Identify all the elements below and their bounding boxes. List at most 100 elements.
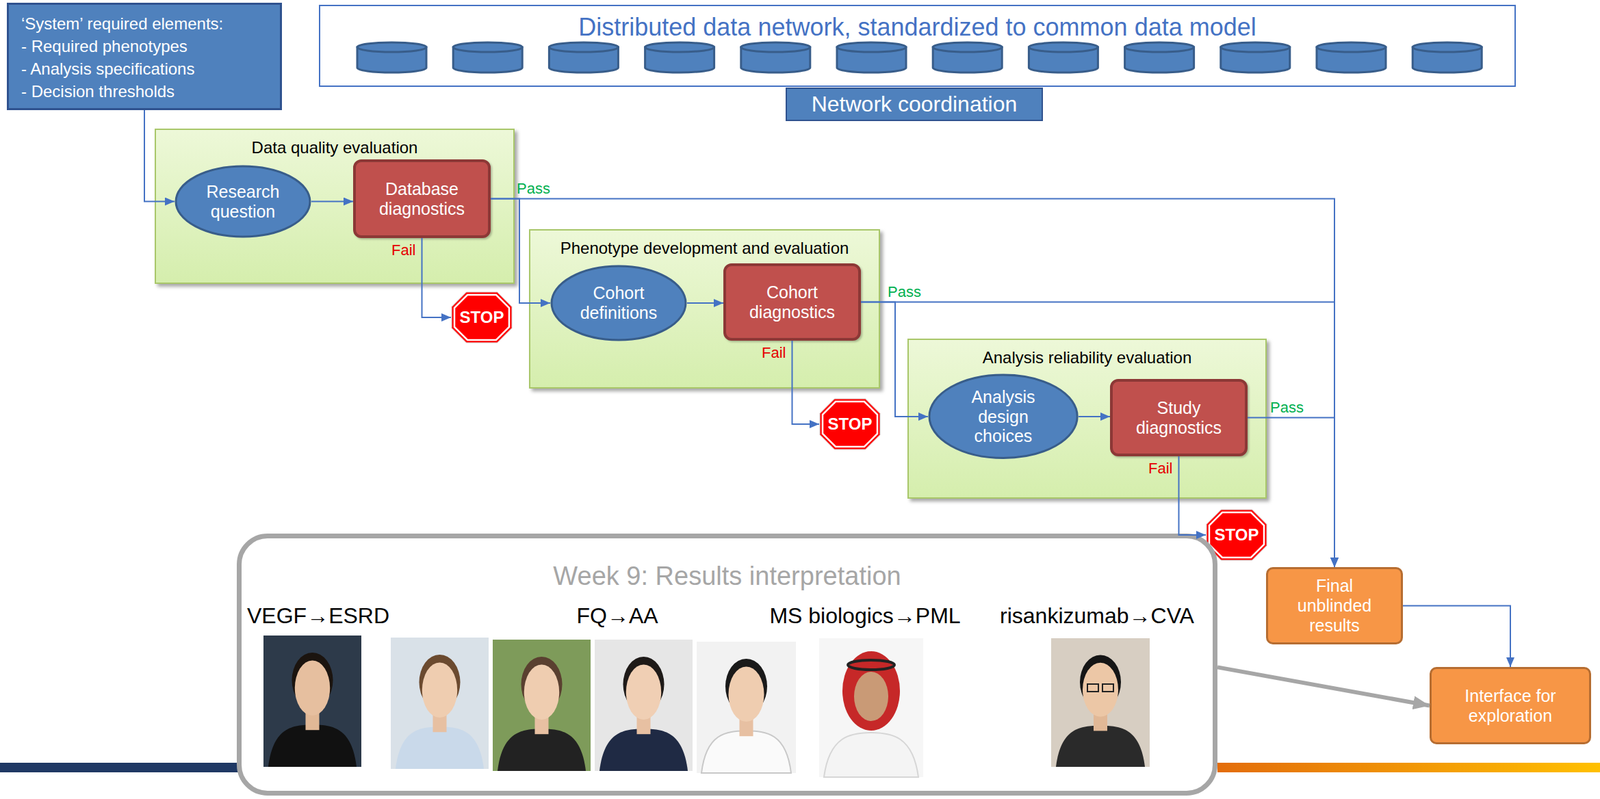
portrait-body bbox=[599, 729, 688, 772]
footer-stripe bbox=[0, 763, 239, 773]
topic-label: risankizumab→CVA bbox=[999, 603, 1195, 629]
ellipse-outline bbox=[929, 375, 1078, 459]
flow-connector bbox=[860, 302, 1335, 569]
requirements-box: ‘System’ required elements:- Required ph… bbox=[6, 2, 282, 111]
database-row bbox=[357, 42, 1482, 73]
ellipse-label: Cohort definitions bbox=[567, 283, 670, 324]
input-ellipse: Research question bbox=[174, 164, 312, 239]
diagnostics-box: Database diagnostics bbox=[353, 159, 491, 239]
pass-label: Pass bbox=[887, 284, 922, 301]
flow-connector bbox=[1247, 418, 1335, 569]
stage-panel: Analysis design choices Study diagnostics… bbox=[907, 338, 1267, 499]
octagon-outline bbox=[451, 292, 512, 343]
database-cylinder bbox=[548, 42, 618, 73]
database-cylinder bbox=[1316, 42, 1386, 73]
edge-label-holder: Pass bbox=[516, 180, 551, 198]
portrait-body bbox=[395, 727, 484, 770]
results-box: Final unblinded results bbox=[1266, 567, 1403, 645]
portrait-face bbox=[294, 661, 330, 717]
octagon-rim bbox=[454, 294, 510, 341]
database-cylinder bbox=[645, 42, 715, 73]
portrait-body bbox=[823, 732, 919, 778]
portrait-glasses bbox=[1087, 684, 1099, 692]
database-cylinder bbox=[1028, 42, 1098, 73]
diagnostics-box: Cohort diagnostics bbox=[723, 263, 861, 341]
portrait-body bbox=[701, 731, 792, 774]
interface-box: Interface for exploration bbox=[1429, 667, 1592, 745]
flow-connector bbox=[860, 302, 928, 417]
pass-label: Pass bbox=[516, 180, 551, 198]
portrait bbox=[1051, 638, 1150, 768]
database-cylinder bbox=[836, 42, 907, 73]
flow-connector bbox=[1179, 456, 1207, 536]
database-cylinder bbox=[1412, 42, 1482, 73]
portrait bbox=[819, 638, 924, 778]
flow-connector bbox=[490, 199, 551, 304]
portrait-ground bbox=[696, 641, 796, 774]
flow-connector bbox=[792, 340, 820, 425]
requirement-text: - Required phenotypes bbox=[21, 34, 268, 58]
requirement-text: ‘System’ required elements: bbox=[21, 12, 268, 35]
edge-label-holder: Fail bbox=[1148, 460, 1173, 477]
coordination-box: Network coordination bbox=[785, 87, 1043, 122]
database-cylinder bbox=[741, 42, 811, 73]
database-cylinder bbox=[1125, 42, 1195, 73]
panel-text: Week 9: Results interpretation bbox=[552, 561, 901, 592]
fail-label: Fail bbox=[391, 242, 416, 259]
flow-connector bbox=[422, 238, 452, 318]
portrait bbox=[696, 641, 796, 774]
ellipse-label: Research question bbox=[191, 182, 295, 222]
octagon-rim bbox=[1209, 512, 1264, 558]
octagon-rim bbox=[822, 401, 878, 447]
requirement-text: - Decision thresholds bbox=[21, 80, 268, 103]
topic-label: MS biologics→PML bbox=[769, 603, 961, 629]
stop-label: STOP bbox=[828, 414, 873, 434]
interpretation-panel: Week 9: Results interpretationVEGF→ESRDF… bbox=[236, 533, 1218, 796]
pass-label: Pass bbox=[1270, 399, 1304, 417]
portrait-glasses bbox=[1102, 684, 1114, 692]
band-title: Distributed data network, standardized t… bbox=[320, 13, 1515, 42]
edge-label-holder: Fail bbox=[391, 242, 416, 259]
portrait-ground bbox=[594, 639, 693, 772]
panel-title: Data quality evaluation bbox=[156, 138, 514, 158]
portrait-face bbox=[626, 665, 662, 721]
portrait bbox=[390, 637, 489, 770]
portrait-face bbox=[1082, 663, 1119, 718]
stop-label: STOP bbox=[1214, 525, 1260, 545]
portrait-body bbox=[1055, 726, 1145, 768]
box-label: Interface for exploration bbox=[1447, 686, 1574, 727]
stop-sign: STOP bbox=[450, 291, 513, 344]
box-label: Final unblinded results bbox=[1288, 576, 1382, 636]
ellipse-outline bbox=[551, 266, 686, 341]
ellipse-outline bbox=[175, 166, 311, 237]
portrait-face bbox=[728, 667, 765, 723]
flow-connector bbox=[1402, 606, 1511, 668]
portrait bbox=[594, 639, 693, 772]
fail-label: Fail bbox=[1148, 460, 1173, 477]
octagon-outline bbox=[819, 398, 881, 450]
feed-arrow bbox=[1217, 667, 1430, 706]
fail-label: Fail bbox=[761, 344, 786, 362]
portrait-face bbox=[524, 665, 560, 721]
portrait-ground bbox=[492, 639, 591, 772]
octagon-outline bbox=[1206, 509, 1267, 561]
network-band: Distributed data network, standardized t… bbox=[318, 4, 1516, 87]
portrait-body bbox=[268, 725, 357, 768]
portrait bbox=[492, 639, 591, 772]
flow-connector bbox=[1078, 416, 1111, 418]
box-label: Network coordination bbox=[811, 91, 1018, 118]
portrait-ground bbox=[1051, 638, 1150, 768]
portrait-face bbox=[854, 672, 889, 722]
stage-panel: Research question Database diagnosticsDat… bbox=[154, 128, 515, 285]
portrait-face bbox=[422, 663, 458, 719]
input-ellipse: Analysis design choices bbox=[927, 373, 1079, 460]
database-cylinder bbox=[1220, 42, 1290, 73]
diagnostics-box: Study diagnostics bbox=[1110, 379, 1248, 457]
flow-connector bbox=[687, 302, 724, 304]
ellipse-label: Analysis design choices bbox=[960, 387, 1046, 447]
database-cylinder bbox=[357, 42, 427, 73]
portrait-headscarf bbox=[842, 651, 900, 731]
